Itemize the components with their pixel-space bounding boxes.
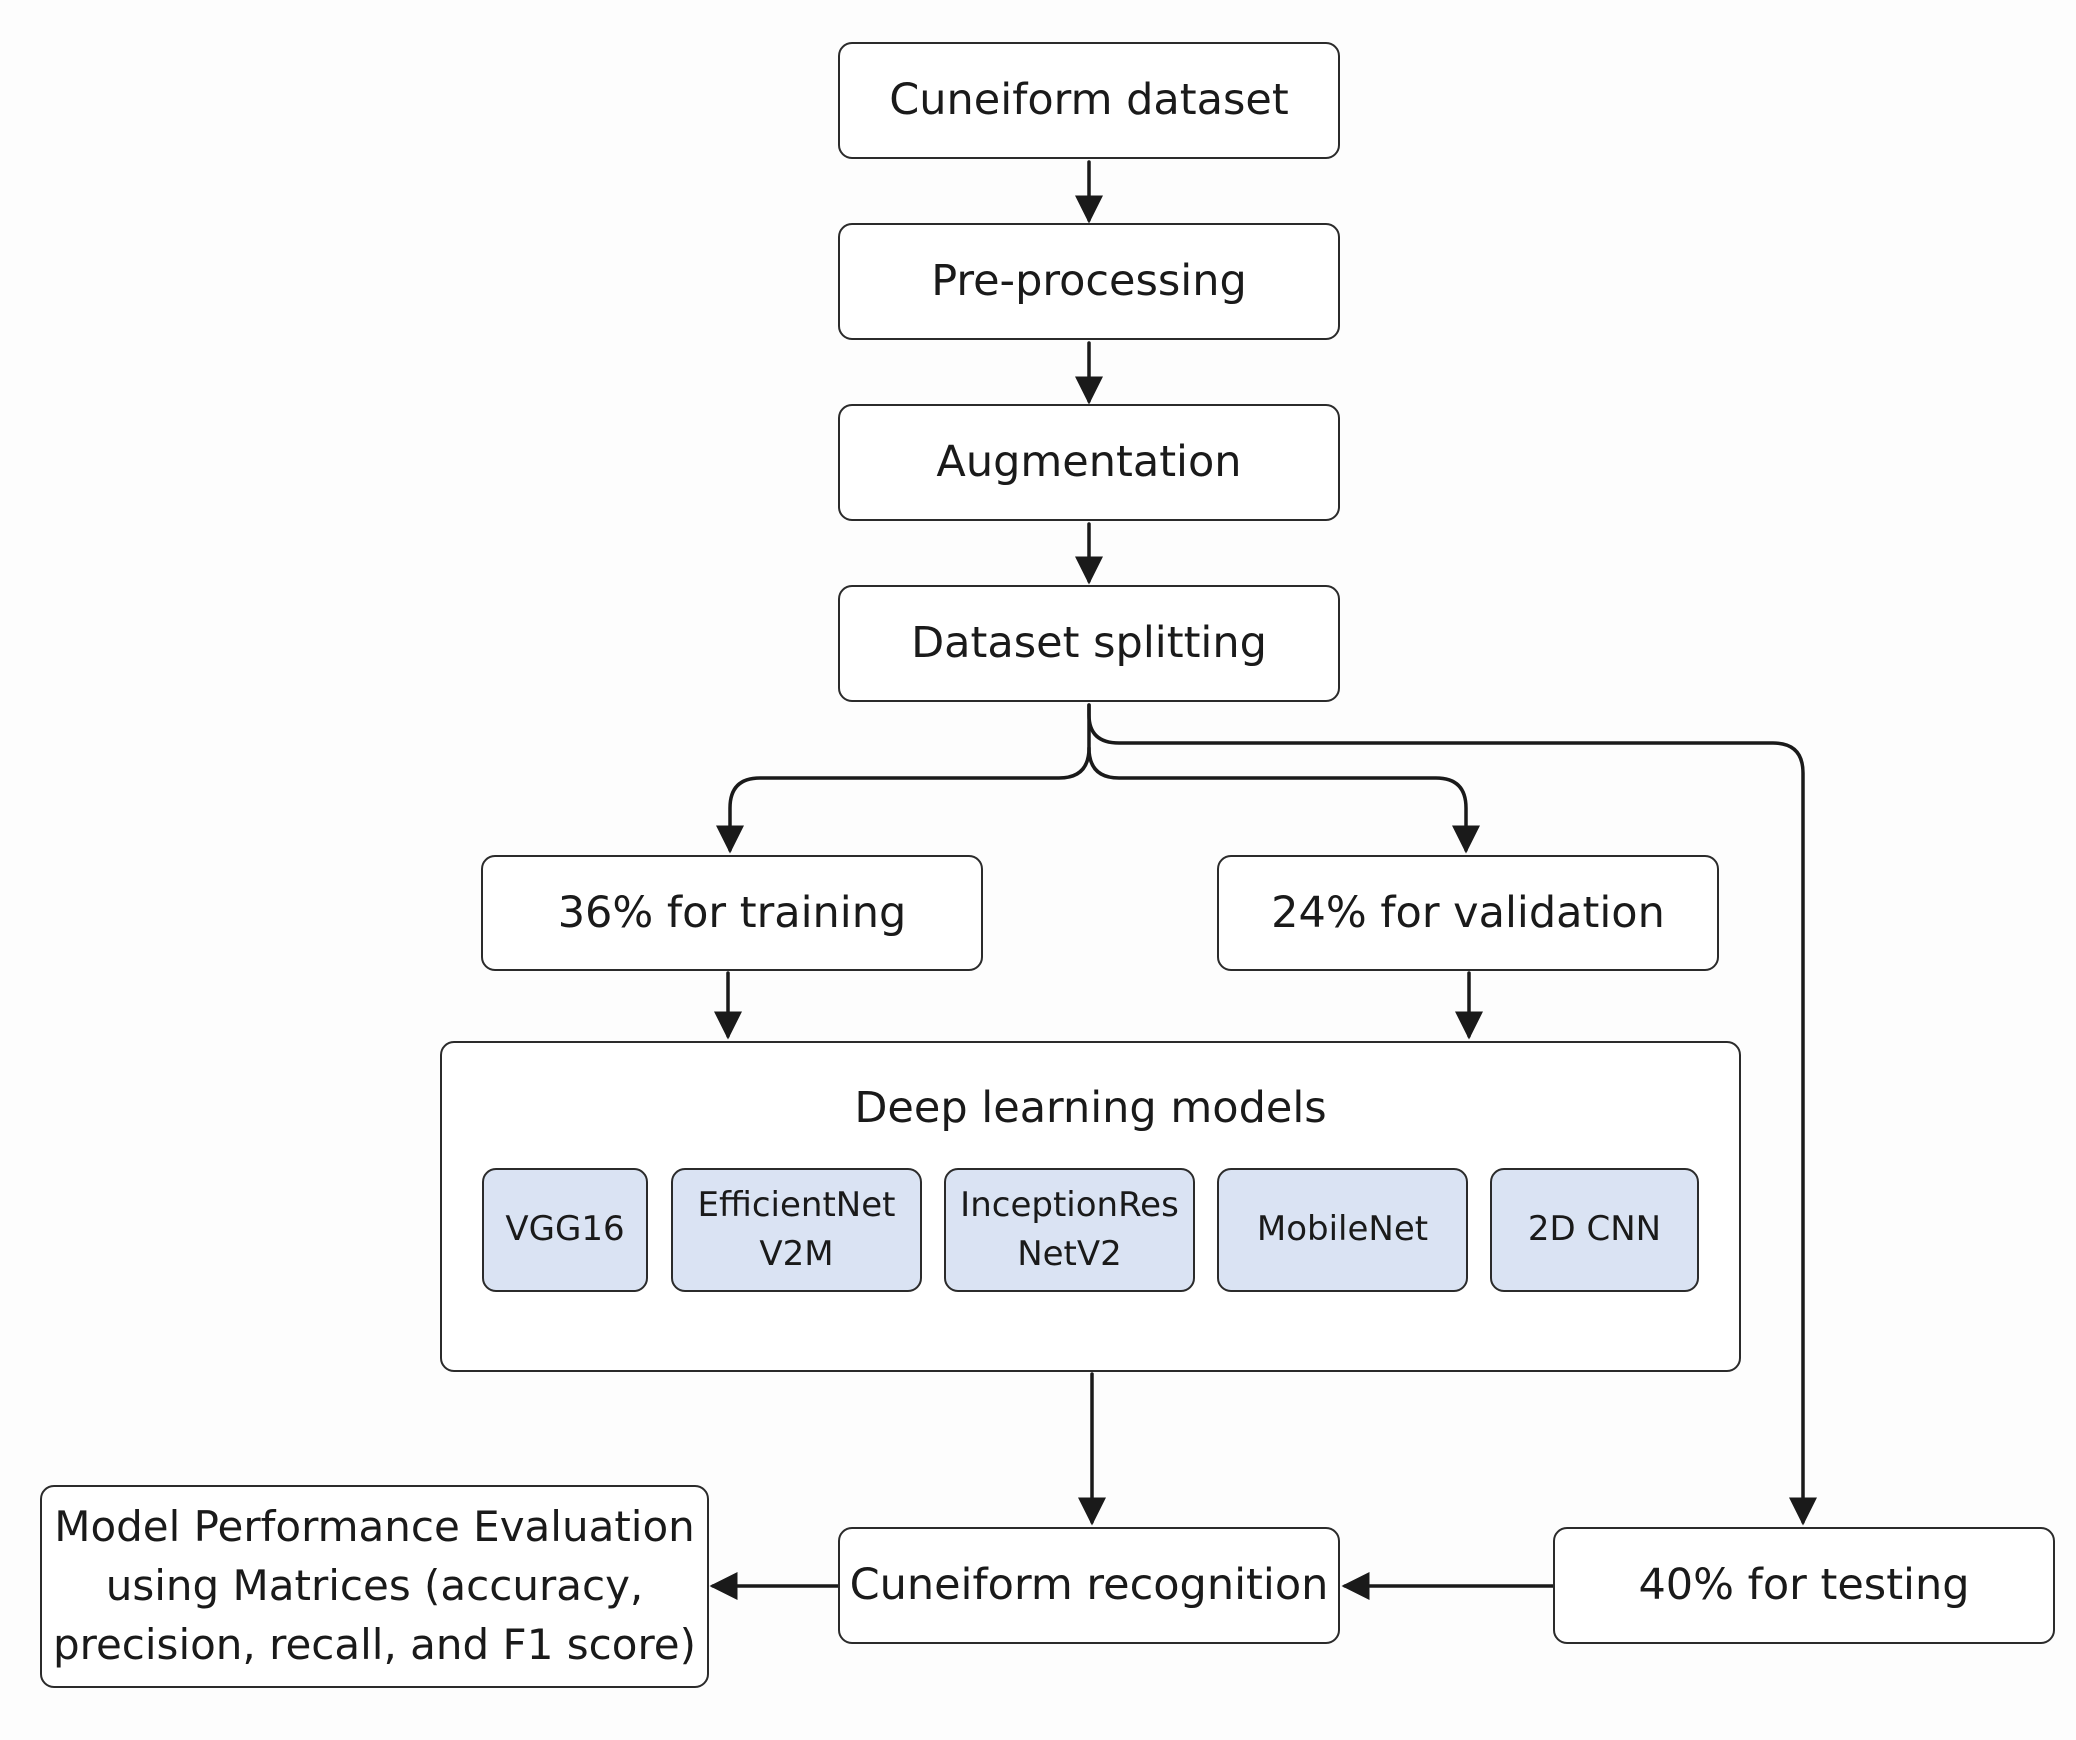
model-efficientnet-v2m: EfficientNet V2M: [671, 1168, 922, 1292]
node-dataset-splitting: Dataset splitting: [838, 585, 1340, 702]
node-cuneiform-recognition: Cuneiform recognition: [838, 1527, 1340, 1644]
deep-learning-models-container: Deep learning models VGG16 EfficientNet …: [440, 1041, 1741, 1372]
node-training-split-label: 36% for training: [557, 887, 907, 938]
evaluation-label-line2: using Matrices (accuracy,: [105, 1561, 644, 1611]
model-inceptionresnet-label-line1: InceptionRes: [960, 1184, 1179, 1225]
node-cuneiform-recognition-label: Cuneiform recognition: [849, 1560, 1329, 1611]
node-testing-split: 40% for testing: [1553, 1527, 2055, 1644]
node-cuneiform-dataset: Cuneiform dataset: [838, 42, 1340, 159]
model-efficientnet-label-line1: EfficientNet: [697, 1184, 896, 1225]
evaluation-label-line3: precision, recall, and F1 score): [52, 1619, 697, 1669]
model-mobilenet: MobileNet: [1217, 1168, 1468, 1292]
model-efficientnet-label-line2: V2M: [759, 1234, 834, 1274]
node-training-split: 36% for training: [481, 855, 983, 971]
node-validation-split-label: 24% for validation: [1271, 887, 1665, 938]
model-inceptionresnetv2: InceptionRes NetV2: [944, 1168, 1195, 1292]
node-cuneiform-dataset-label: Cuneiform dataset: [889, 75, 1289, 126]
arrow-splitting-to-validation: [1087, 746, 1480, 854]
node-dataset-splitting-label: Dataset splitting: [911, 618, 1267, 669]
node-testing-split-label: 40% for testing: [1638, 1560, 1970, 1611]
node-validation-split: 24% for validation: [1217, 855, 1719, 971]
model-2d-cnn: 2D CNN: [1490, 1168, 1699, 1292]
evaluation-label-line1: Model Performance Evaluation: [54, 1502, 695, 1552]
node-pre-processing: Pre-processing: [838, 223, 1340, 340]
model-2d-cnn-label: 2D CNN: [1527, 1209, 1662, 1250]
node-pre-processing-label: Pre-processing: [931, 256, 1247, 307]
model-vgg16-label: VGG16: [505, 1209, 625, 1250]
node-augmentation: Augmentation: [838, 404, 1340, 521]
node-model-performance-evaluation: Model Performance Evaluation using Matri…: [40, 1485, 709, 1688]
model-mobilenet-label: MobileNet: [1256, 1209, 1429, 1250]
model-inceptionresnet-label-line2: NetV2: [1017, 1234, 1122, 1274]
deep-learning-models-title: Deep learning models: [854, 1083, 1327, 1133]
model-vgg16: VGG16: [482, 1168, 648, 1292]
node-augmentation-label: Augmentation: [936, 437, 1242, 488]
arrow-splitting-to-testing: [1087, 703, 1817, 1526]
arrow-splitting-to-training: [716, 703, 1091, 854]
